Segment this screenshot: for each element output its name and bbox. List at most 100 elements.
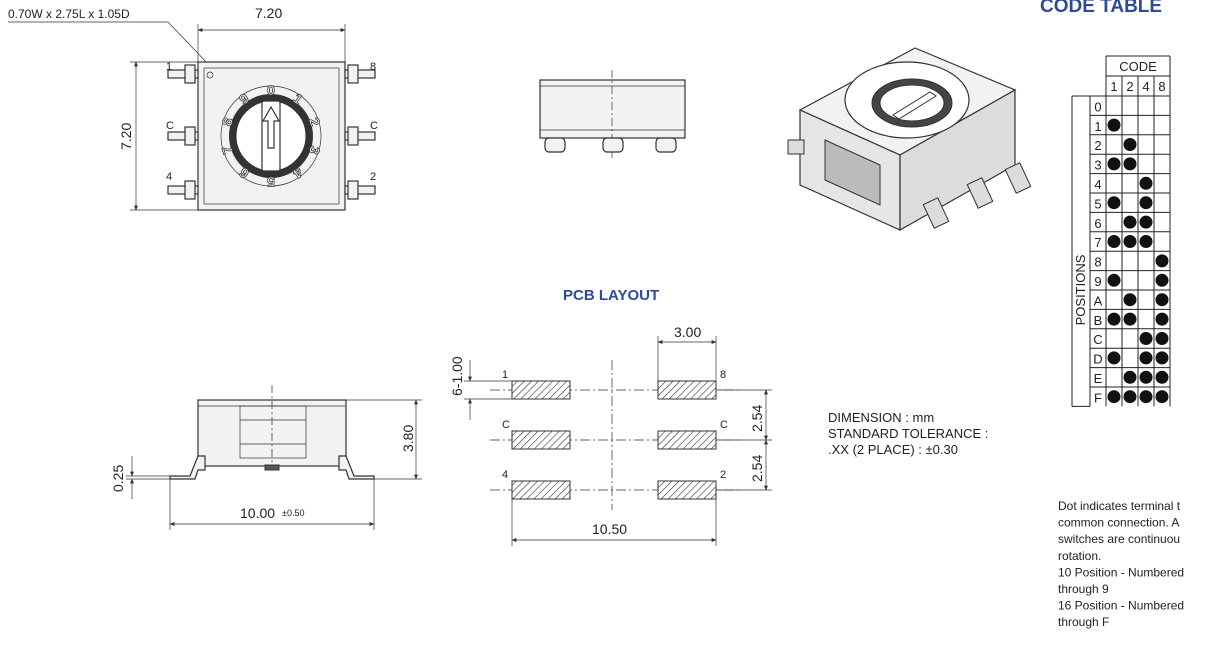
- top-height-label: 7.20: [118, 123, 134, 150]
- side-lead: [544, 137, 566, 153]
- side-lead: [655, 137, 677, 153]
- code-dot: [1107, 118, 1121, 132]
- pcb-label-2: 2: [720, 469, 726, 481]
- iso-window: [824, 139, 881, 206]
- dial-number: 0: [267, 82, 275, 98]
- pcb-label-c-right: C: [720, 419, 728, 431]
- position-label: 7: [1094, 235, 1101, 250]
- pcb-label-4: 4: [502, 469, 508, 481]
- code-header: CODE: [1119, 59, 1157, 74]
- position-label: 2: [1094, 138, 1101, 153]
- side-foot: [264, 464, 280, 471]
- side-lead-left: [169, 455, 206, 480]
- position-label: 5: [1094, 196, 1101, 211]
- code-dot: [1155, 390, 1169, 404]
- code-dot: [1123, 390, 1137, 404]
- side-height-label: 3.80: [400, 425, 416, 452]
- code-table-title: CODE TABLE: [1040, 0, 1162, 17]
- iso-knob-slot: [892, 91, 937, 120]
- pad-2: [657, 480, 717, 500]
- dial-ring-outer: [220, 85, 322, 187]
- footnote-line: switches are continuou: [1058, 532, 1180, 546]
- code-dot: [1139, 390, 1153, 404]
- iso-lead: [787, 139, 805, 155]
- arrow-up-icon: [261, 105, 281, 149]
- code-dot: [1123, 235, 1137, 248]
- code-column-header: 4: [1142, 79, 1149, 94]
- pin-label-2: 2: [370, 171, 376, 183]
- position-label: A: [1094, 293, 1103, 308]
- code-dot: [1155, 312, 1169, 326]
- pad-width-label: 3.00: [674, 324, 701, 340]
- pin-label-4: 4: [166, 171, 172, 183]
- knob-size-label: 0.70W x 2.75L x 1.05D: [8, 7, 130, 21]
- side-lead: [602, 137, 624, 153]
- code-dot: [1123, 215, 1137, 229]
- code-dot: [1139, 215, 1153, 229]
- pad-4: [511, 480, 571, 500]
- span-label: 10.50: [592, 521, 627, 537]
- orientation-mark: [206, 71, 214, 79]
- pcb-label-8: 8: [720, 369, 726, 381]
- footnote-line: Dot indicates terminal t: [1058, 499, 1181, 513]
- top-pins-left: [167, 64, 199, 200]
- code-dot: [1107, 390, 1121, 404]
- position-label: 6: [1094, 216, 1101, 231]
- code-dot: [1107, 312, 1121, 326]
- dimension-note: DIMENSION : mm STANDARD TOLERANCE : .XX …: [828, 410, 988, 457]
- pitch-label-1: 2.54: [749, 405, 765, 432]
- code-dot: [1107, 157, 1121, 171]
- footnote-line: 10 Position - Numbered: [1058, 565, 1184, 579]
- footnote-line: rotation.: [1058, 549, 1101, 563]
- code-dot: [1155, 254, 1169, 268]
- code-dot: [1123, 157, 1137, 171]
- pcb-label-1: 1: [502, 369, 508, 381]
- footnote: Dot indicates terminal t common connectio…: [1058, 499, 1184, 629]
- pcb-layout: PCB LAYOUT 1 C 4 8 C 2 3.00 6-1.00: [449, 287, 772, 546]
- pcb-label-c-left: C: [502, 419, 510, 431]
- pcb-layout-title: PCB LAYOUT: [563, 287, 659, 304]
- position-label: 8: [1094, 255, 1101, 270]
- pin-label-c-left: C: [166, 120, 174, 132]
- side-body: [539, 79, 686, 139]
- pitch-label-2: 2.54: [749, 455, 765, 482]
- isometric-view: [787, 47, 1032, 232]
- side-lead-right: [338, 455, 375, 480]
- side-window: [239, 405, 307, 459]
- footnote-line: 16 Position - Numbered: [1058, 599, 1184, 613]
- side-width-tolerance: ±0.50: [282, 508, 304, 518]
- code-column-header: 8: [1158, 79, 1165, 94]
- code-dot: [1139, 351, 1153, 365]
- position-label: 4: [1094, 177, 1101, 192]
- code-dot: [1155, 293, 1169, 307]
- code-dot: [1155, 370, 1169, 384]
- position-label: D: [1093, 352, 1102, 367]
- lead-thickness-label: 0.25: [110, 465, 126, 492]
- code-dot: [1107, 351, 1121, 365]
- switch-body-inner: [203, 67, 340, 205]
- position-label: C: [1093, 332, 1102, 347]
- code-dot: [1139, 176, 1153, 190]
- pad-spec-label: 6-1.00: [449, 356, 465, 396]
- code-dot: [1123, 312, 1137, 326]
- tolerance-value: .XX (2 PLACE) : ±0.30: [828, 442, 958, 457]
- pin-label-c-right: C: [370, 120, 378, 132]
- code-dot: [1139, 370, 1153, 384]
- pin-label-8: 8: [370, 61, 376, 73]
- position-label: 0: [1094, 99, 1101, 114]
- code-dot: [1155, 273, 1169, 287]
- top-view: 0.70W x 2.75L x 1.05D 7.20 7.20: [8, 5, 378, 211]
- iso-lead: [922, 197, 950, 229]
- code-column-header: 1: [1110, 79, 1117, 94]
- code-dot: [1107, 196, 1121, 210]
- code-dot: [1139, 235, 1153, 248]
- positions-label: POSITIONS: [1073, 254, 1088, 325]
- pad-c-right: [657, 430, 717, 450]
- pad-c-left: [511, 430, 571, 450]
- pad-1: [511, 380, 571, 400]
- footnote-line: common connection. A: [1058, 516, 1179, 530]
- dial-number: 5: [267, 174, 275, 190]
- position-label: B: [1094, 313, 1103, 328]
- pad-8: [657, 380, 717, 400]
